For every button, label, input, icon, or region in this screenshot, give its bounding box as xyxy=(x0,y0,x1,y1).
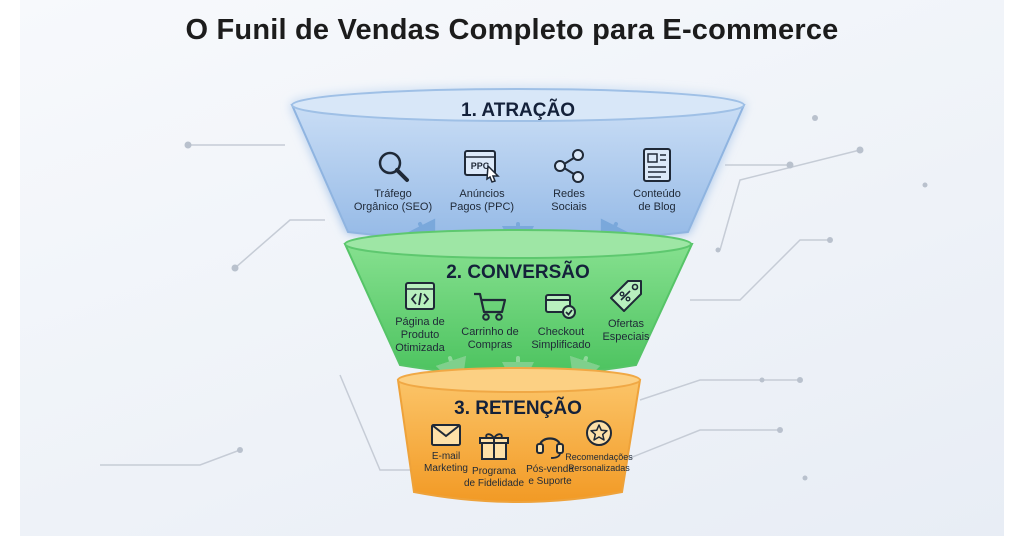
item-shopping-cart: Carrinho de Compras xyxy=(453,290,527,352)
share-icon xyxy=(554,149,584,183)
item-label-line: Ofertas xyxy=(607,318,645,330)
price-tag-icon xyxy=(610,280,642,312)
item-label-line: Produto xyxy=(400,329,440,341)
item-label-line: Marketing xyxy=(424,463,468,474)
item-label-line: Personalizadas xyxy=(568,463,630,473)
headset-icon xyxy=(536,437,564,459)
stage-title-retention: 3. RETENÇÃO xyxy=(454,398,582,419)
blog-document-icon xyxy=(643,148,671,182)
item-label-line: de Fidelidade xyxy=(463,478,525,489)
item-personalized-recommendations: Recomendações Personalizadas xyxy=(562,418,636,474)
item-label-line: Pós-venda xyxy=(526,464,574,475)
code-page-icon xyxy=(405,282,435,310)
item-label-line: Orgânico (SEO) xyxy=(353,201,433,213)
checkout-card-icon xyxy=(545,294,576,319)
item-label-line: Otimizada xyxy=(395,342,445,354)
gift-icon xyxy=(479,433,509,460)
envelope-icon xyxy=(431,424,461,446)
item-label-line: Sociais xyxy=(551,201,587,213)
item-blog-content: Conteúdo de Blog xyxy=(617,146,697,214)
stage-title-attraction: 1. ATRAÇÃO xyxy=(461,100,575,121)
item-label-line: Anúncios xyxy=(459,188,505,200)
decorative-dots xyxy=(184,115,928,481)
item-label-line: Programa xyxy=(472,466,516,477)
item-label-line: Conteúdo xyxy=(633,188,681,200)
item-paid-ads: PPC Anúncios Pagos (PPC) xyxy=(437,148,527,214)
funnel-stage-conversion xyxy=(343,229,694,376)
item-social-networks: Redes Sociais xyxy=(531,148,607,214)
item-organic-traffic: Tráfego Orgânico (SEO) xyxy=(343,148,443,214)
item-label-line: Tráfego xyxy=(374,188,412,200)
item-label-line: E-mail xyxy=(431,451,461,462)
shopping-cart-icon xyxy=(474,292,507,321)
item-label-line: e Suporte xyxy=(528,476,572,487)
item-simplified-checkout: Checkout Simplificado xyxy=(524,290,598,352)
star-badge-icon xyxy=(586,420,612,446)
item-special-offers: Ofertas Especiais xyxy=(594,278,658,344)
item-email-marketing: E-mail Marketing xyxy=(417,423,475,475)
stage-title-conversion: 2. CONVERSÃO xyxy=(446,262,590,283)
page-title: O Funil de Vendas Completo para E-commer… xyxy=(185,14,839,46)
ppc-cursor-icon: PPC xyxy=(464,150,500,183)
item-label-line: Compras xyxy=(467,339,513,351)
item-optimized-product-page: Página de Produto Otimizada xyxy=(383,280,457,355)
item-label-line: Pagos (PPC) xyxy=(449,201,515,213)
magnifier-icon xyxy=(378,151,409,182)
item-label-line: Especiais xyxy=(602,331,650,343)
item-label-line: Simplificado xyxy=(531,339,591,351)
item-after-sales-support: Pós-venda e Suporte xyxy=(521,428,579,488)
item-label-line: Recomendações xyxy=(565,452,633,462)
item-label-line: de Blog xyxy=(638,201,676,213)
item-label-line: Página de xyxy=(395,316,445,328)
item-label-line: Checkout xyxy=(537,326,585,338)
item-loyalty-program: Programa de Fidelidade xyxy=(460,430,528,490)
item-label-line: Carrinho de xyxy=(461,326,519,338)
funnel-stage-retention xyxy=(396,367,642,503)
ppc-icon-text: PPC xyxy=(471,161,490,171)
item-label-line: Redes xyxy=(553,188,585,200)
